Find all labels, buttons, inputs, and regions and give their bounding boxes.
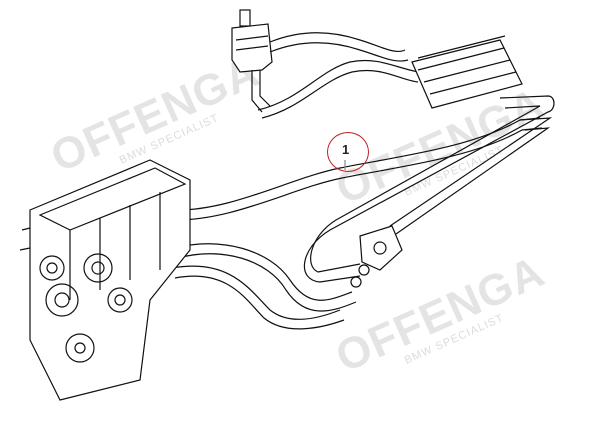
heater-core: [411, 35, 523, 109]
heater-hoses: [169, 95, 555, 330]
expansion-tank: [231, 9, 273, 113]
callout-number: 1: [342, 142, 350, 157]
control-valve: [350, 225, 403, 288]
engine-block: [19, 159, 191, 401]
upper-hose: [257, 32, 421, 119]
callout-marker: 1: [327, 132, 369, 172]
